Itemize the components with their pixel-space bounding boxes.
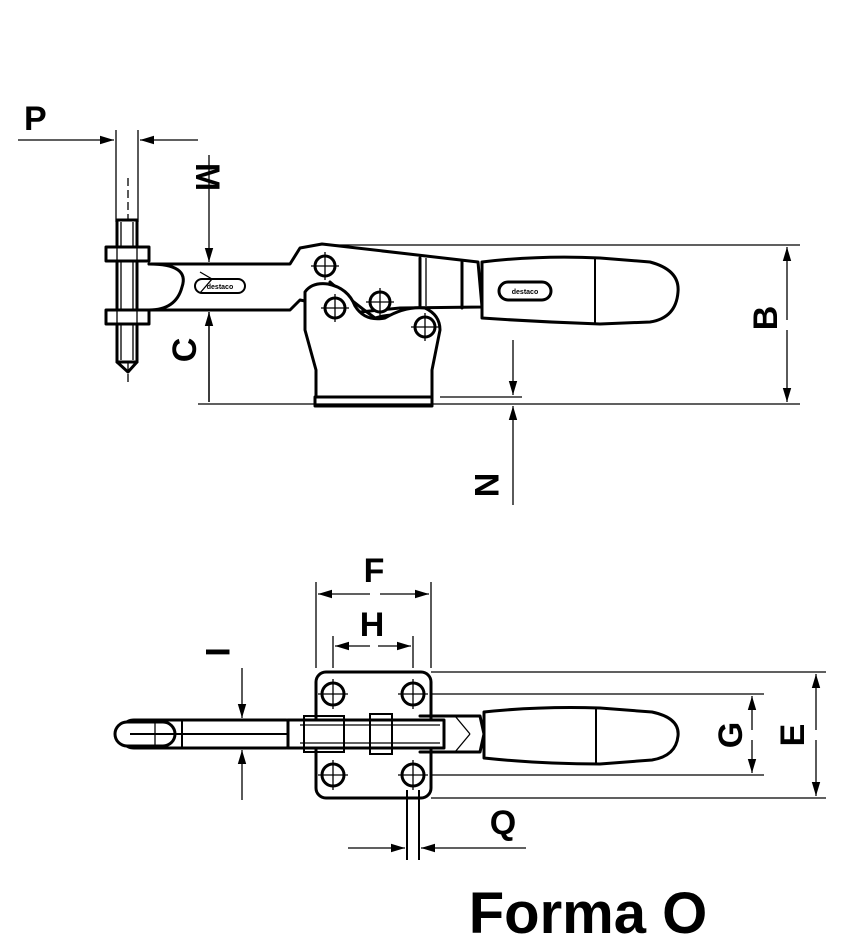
dimension-labels: P M C B N F H I G E Q: [24, 100, 812, 842]
label-i: I: [198, 647, 236, 656]
pivot-points: [311, 252, 439, 341]
clamping-arm-top: [113, 713, 486, 755]
spindle-screw: [104, 178, 151, 382]
label-q: Q: [490, 804, 516, 842]
label-g: G: [712, 722, 750, 748]
svg-text:destaco: destaco: [207, 284, 233, 291]
mounting-holes: [318, 679, 428, 790]
label-h: H: [360, 606, 385, 644]
label-b: B: [747, 306, 785, 331]
handle: destaco: [480, 255, 680, 326]
top-view: [113, 582, 826, 860]
label-n: N: [467, 473, 505, 498]
handle-top: [482, 706, 680, 766]
dimension-lines-side: [18, 130, 800, 505]
label-f: F: [364, 552, 385, 590]
label-c: C: [166, 338, 204, 363]
dimension-lines-top: [237, 582, 826, 860]
label-m: M: [188, 163, 226, 191]
label-e: E: [774, 724, 812, 747]
drawing-title: Forma O: [469, 881, 708, 946]
side-view: destaco destaco: [18, 130, 800, 505]
svg-text:destaco: destaco: [512, 289, 538, 296]
label-p: P: [24, 100, 47, 138]
